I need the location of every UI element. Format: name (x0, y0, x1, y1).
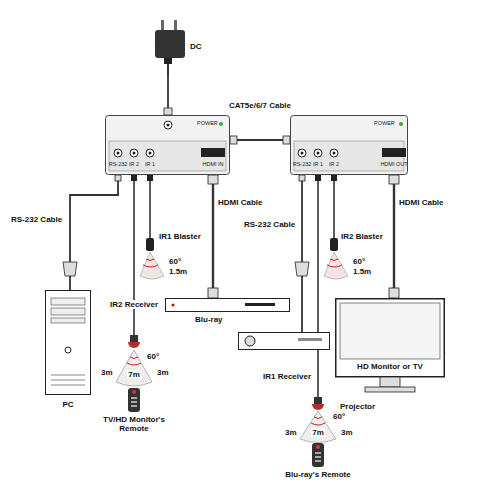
transmitter-box: POWER RS-232IR 2 IR 1 HDMI IN (105, 115, 230, 175)
bluray-remote-shape (273, 443, 363, 493)
ir-label: IR2 Receiver (109, 300, 159, 309)
distance-label: 3m (156, 368, 170, 377)
ir-label: IR1 Receiver (262, 372, 312, 381)
distance-label: 3m (340, 428, 354, 437)
port-label: IR 1 (145, 161, 155, 167)
bluray-remote: Blu-ray's Remote (273, 443, 363, 493)
cable-label: RS-232 Cable (243, 220, 296, 229)
port-label: POWER (197, 120, 218, 126)
power-adapter: DC (150, 18, 210, 75)
hdmi-cable (393, 175, 395, 298)
distance-label: 7m (127, 370, 141, 379)
cable-label: HDMI Cable (398, 198, 444, 207)
cat-cable (230, 139, 290, 141)
tv-remote: TV/HD Monitor's Remote (89, 388, 179, 438)
port-label: IR 1 (313, 161, 323, 167)
device-label: Blu-ray's Remote (275, 470, 361, 479)
ir-label: IR1 Blaster (158, 232, 202, 241)
angle-label: 60° (146, 352, 160, 361)
angle-label: 60° (352, 257, 366, 266)
hdmi-cable (212, 175, 214, 298)
device-label: Projector (340, 402, 375, 411)
tv-monitor: HD Monitor or TV (335, 298, 445, 395)
ir-label: IR2 Blaster (340, 232, 384, 241)
pc-tower: PC (40, 290, 100, 412)
port-label: HDMI IN (202, 161, 223, 167)
device-label: HD Monitor or TV (357, 362, 423, 371)
receiver-box: POWER RS-232IR 1 IR 2 HDMI OUT (290, 115, 408, 175)
projector: Projector (238, 332, 330, 350)
device-label: TV/HD Monitor's Remote (91, 415, 177, 433)
device-label: Blu-ray (195, 315, 223, 324)
port-label: HDMI OUT (380, 161, 407, 167)
bluray-player-shape (165, 298, 290, 330)
pc-tower-shape (40, 290, 100, 412)
bluray-player: Blu-ray (165, 298, 290, 330)
cable-label: CAT5e/6/7 Cable (228, 101, 292, 110)
cable-label: RS-232 Cable (10, 215, 63, 224)
port-label: IR 2 (129, 161, 139, 167)
port-label: POWER (374, 120, 395, 126)
tv-monitor-shape (335, 298, 445, 395)
rs232-cable (70, 175, 118, 290)
device-label: DC (190, 42, 202, 51)
distance-label: 3m (100, 368, 114, 377)
distance-label: 7m (311, 428, 325, 437)
port-label: RS-232 (109, 161, 128, 167)
distance-label: 1.5m (352, 267, 372, 276)
port-label: RS-232 (293, 161, 312, 167)
angle-label: 60° (168, 257, 182, 266)
distance-label: 1.5m (168, 267, 188, 276)
rs232-cable (301, 175, 303, 332)
port-label: IR 2 (329, 161, 339, 167)
cable-label: HDMI Cable (217, 198, 263, 207)
distance-label: 3m (284, 428, 298, 437)
device-label: PC (62, 400, 73, 409)
projector-shape (238, 332, 330, 350)
angle-label: 60° (332, 412, 346, 421)
